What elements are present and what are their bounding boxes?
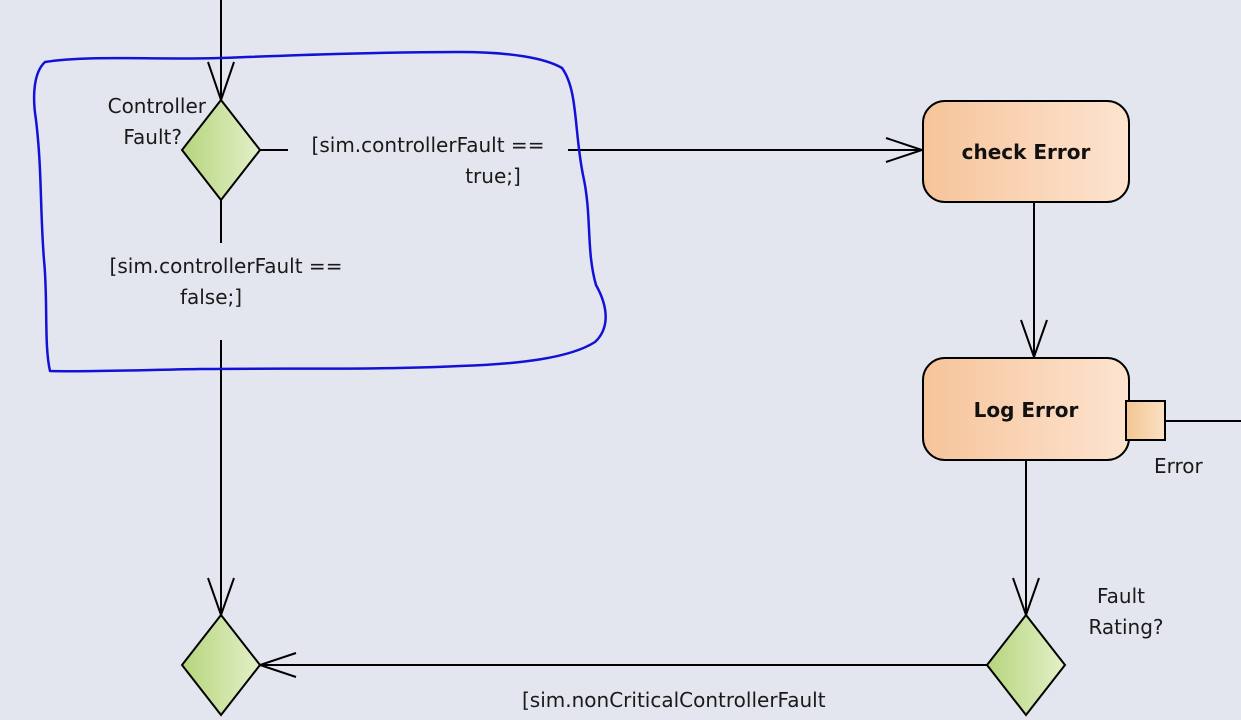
action-check-error[interactable]: check Error xyxy=(922,100,1130,203)
edge-rating-to-merge xyxy=(256,652,988,678)
rating-label-line2: Rating? xyxy=(1088,615,1164,639)
controller-label-line1: Controller xyxy=(107,94,206,118)
guard-noncritical-label: [sim.nonCriticalControllerFault xyxy=(522,688,826,712)
action-log-error[interactable]: Log Error xyxy=(922,357,1130,461)
edge-check-to-log xyxy=(1020,202,1048,361)
guard-false-label: [sim.controllerFault == false;] xyxy=(86,251,366,313)
rating-label-line1: Fault xyxy=(1097,584,1145,608)
guard-true-line1: [sim.controllerFault == xyxy=(311,133,545,157)
decision-fault-rating-label: Fault Rating? xyxy=(1076,581,1176,643)
edge-incoming xyxy=(207,0,235,104)
decision-fault-rating[interactable] xyxy=(985,613,1067,717)
pin-error-label: Error xyxy=(1154,454,1203,478)
edge-log-to-rating xyxy=(1012,461,1040,619)
guard-false-line2: false;] xyxy=(179,285,243,309)
merge-node[interactable] xyxy=(180,613,262,717)
action-log-error-label: Log Error xyxy=(974,398,1079,422)
decision-controller-fault[interactable] xyxy=(180,98,262,202)
action-check-error-label: check Error xyxy=(962,140,1091,164)
guard-true-label: [sim.controllerFault == true;] xyxy=(288,130,568,192)
annotation-freehand-outline xyxy=(32,50,607,373)
decision-controller-fault-label: Controller Fault? xyxy=(70,91,206,153)
controller-label-line2: Fault? xyxy=(123,125,182,149)
pin-error[interactable] xyxy=(1125,400,1166,441)
guard-false-line1: [sim.controllerFault == xyxy=(109,254,343,278)
guard-true-line2: true;] xyxy=(465,164,521,188)
